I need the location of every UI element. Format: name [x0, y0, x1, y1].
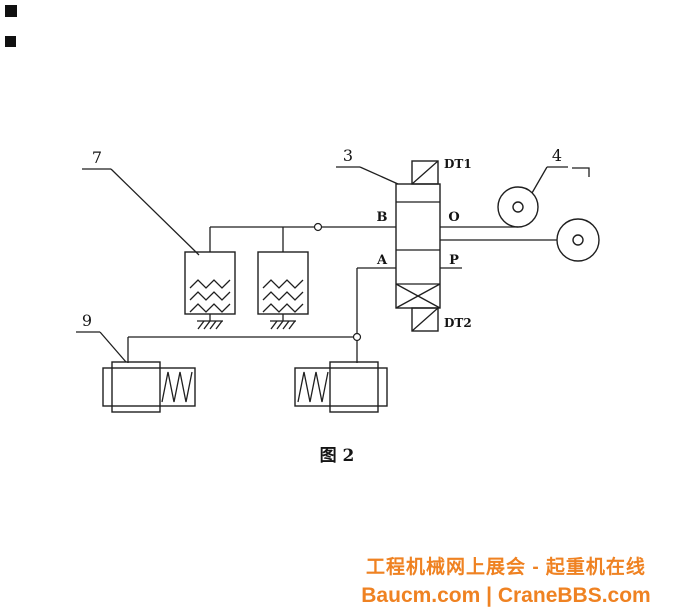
drain-bracket-icon: [572, 167, 590, 177]
callout-7: 7: [82, 148, 200, 256]
watermark-line-2: Baucm.com | CraneBBS.com: [361, 584, 651, 607]
junction-node-top: [313, 222, 323, 232]
ref-label-4: 4: [552, 146, 562, 165]
brake-cylinder-right: [294, 361, 388, 413]
watermark-line-1: 工程机械网上展会 - 起重机在线: [366, 557, 646, 578]
port-label-o: O: [448, 210, 459, 225]
tank-hatch-2: [270, 320, 296, 330]
pump-symbol-2: [556, 218, 600, 262]
watermark: 工程机械网上展会 - 起重机在线 Baucm.com | CraneBBS.co…: [341, 552, 671, 608]
port-label-a: A: [376, 253, 388, 268]
callout-9: 9: [76, 311, 127, 363]
solenoid-dt1-label: DT1: [444, 157, 472, 171]
pump-symbol-1: [497, 186, 539, 228]
relief-valve-2: [257, 251, 309, 330]
figure-caption: 图 2: [320, 446, 355, 466]
hydraulic-lines: [127, 222, 557, 363]
directional-valve: DT1 DT2 B O A P: [376, 157, 472, 332]
relief-valve-1: [184, 251, 236, 330]
callout-4: 4: [531, 146, 590, 194]
scan-artifact-square-2: [5, 36, 16, 47]
ref-label-3: 3: [343, 146, 353, 165]
port-label-p: P: [449, 253, 459, 268]
port-label-b: B: [377, 210, 388, 225]
solenoid-dt2-symbol: [411, 307, 439, 332]
brake-cylinder-left: [102, 361, 196, 413]
junction-node-bottom: [352, 332, 362, 342]
ref-label-9: 9: [82, 311, 92, 330]
ref-label-7: 7: [92, 148, 102, 167]
scan-artifacts: [5, 5, 17, 47]
solenoid-dt2-label: DT2: [444, 316, 472, 330]
scan-artifact-square-1: [5, 5, 17, 17]
tank-hatch-1: [197, 320, 223, 330]
callout-3: 3: [336, 146, 399, 185]
